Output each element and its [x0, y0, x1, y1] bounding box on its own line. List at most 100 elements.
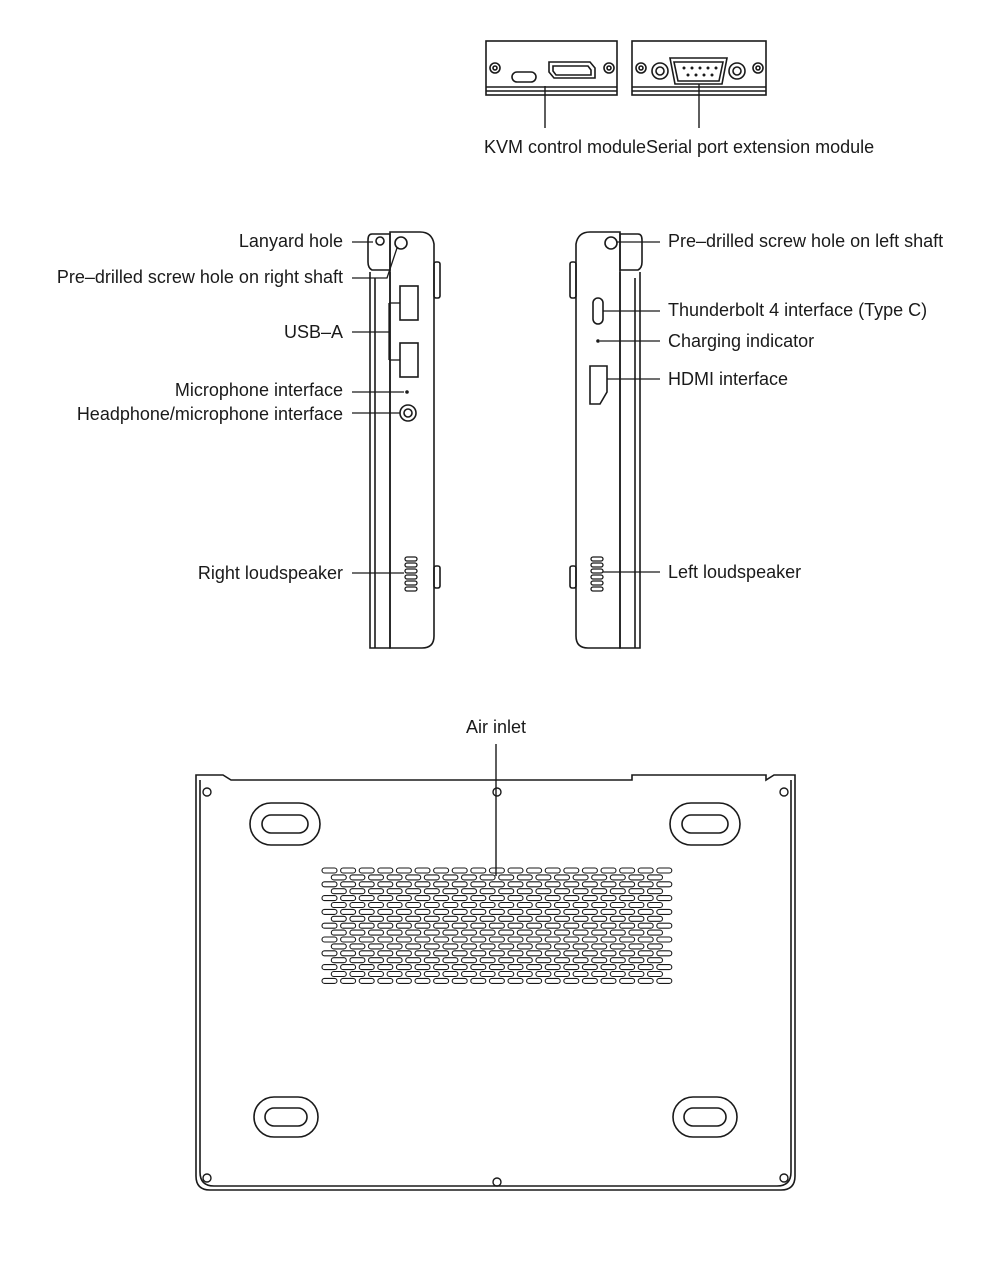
vent-slot [646, 888, 664, 895]
left-loudspeaker-label: Left loudspeaker [668, 562, 801, 582]
vent-slot [507, 977, 524, 984]
vent-slot [433, 922, 450, 929]
vent-slot [386, 957, 403, 964]
vent-slot [591, 888, 608, 895]
lanyard-hole-label: Lanyard hole [239, 231, 343, 251]
vent-slot [600, 867, 617, 874]
vent-slot [553, 888, 571, 895]
vent-slot [563, 895, 580, 902]
vent-slot [321, 977, 338, 984]
vent-slot [414, 964, 431, 971]
vent-slot [609, 888, 626, 895]
vent-slot [498, 915, 515, 922]
vent-slot [553, 929, 571, 936]
vent-slot [460, 888, 478, 895]
vent-slot [433, 964, 450, 971]
vent-slot [591, 970, 608, 978]
vent-slot [349, 901, 366, 909]
left-side-leaders [600, 241, 660, 573]
vent-slot [442, 901, 459, 909]
vent-slot [395, 950, 412, 957]
vent-slot [395, 881, 412, 888]
vent-slot [572, 901, 589, 909]
vent-slot [470, 881, 487, 888]
vent-slot [619, 908, 636, 915]
vent-slot [451, 895, 468, 902]
vent-slot [600, 881, 617, 888]
vent-slot [535, 943, 552, 950]
vent-slot [321, 936, 338, 943]
vent-slot [516, 901, 533, 909]
vent-slot [498, 943, 515, 950]
vent-slot [628, 888, 645, 895]
vent-slot [488, 867, 505, 874]
vent-slot [451, 964, 468, 971]
vent-slot [349, 970, 366, 978]
vent-slot [516, 929, 533, 936]
vent-slot [479, 943, 496, 950]
vent-slot [637, 964, 654, 971]
vent-slot [414, 936, 431, 943]
serial-port-pins [682, 66, 718, 77]
vent-slot [507, 964, 524, 971]
vent-slot [600, 936, 617, 943]
vent-slot [423, 901, 440, 909]
vent-slot [544, 895, 561, 902]
vent-slot [358, 867, 375, 874]
vent-slot [544, 867, 561, 874]
vent-slot [330, 929, 347, 936]
vent-slot [535, 901, 552, 909]
vent-slot [367, 929, 385, 936]
vent-slot [423, 943, 440, 950]
vent-slot [349, 929, 366, 936]
vent-slot [544, 977, 561, 984]
vent-slot [572, 888, 589, 895]
vent-slot [646, 874, 664, 881]
vent-slot [414, 950, 431, 957]
vent-slot [507, 867, 524, 874]
vent-slot [526, 950, 543, 957]
vent-slot [358, 936, 375, 943]
vent-slot [470, 922, 487, 929]
vent-slot [544, 881, 561, 888]
vent-slot [377, 922, 394, 929]
vent-slot [535, 957, 552, 964]
charging-indicator-icon [596, 339, 600, 343]
hdmi-label: HDMI interface [668, 369, 788, 389]
vent-slot [507, 922, 524, 929]
vent-slot [581, 895, 598, 902]
vent-slot [321, 881, 338, 888]
vent-slot [340, 977, 357, 984]
vent-slot [395, 895, 412, 902]
vent-slot [572, 970, 589, 978]
vent-slot [600, 977, 617, 984]
vent-slot [358, 964, 375, 971]
vent-slot [451, 936, 468, 943]
serial-label: Serial port extension module [646, 137, 874, 157]
right-speaker-grille-icon [404, 556, 418, 592]
vent-slot [526, 908, 543, 915]
headphone-jack-icon [399, 404, 417, 422]
vent-slot [433, 977, 450, 984]
kvm-label: KVM control module [484, 137, 646, 157]
vent-slot [349, 888, 366, 895]
vent-slot [405, 888, 422, 895]
vent-slot [321, 895, 338, 902]
vent-slot [609, 901, 626, 909]
vent-slot [451, 908, 468, 915]
vent-slot [488, 895, 505, 902]
right-loudspeaker-label: Right loudspeaker [198, 563, 343, 583]
vent-slot [488, 908, 505, 915]
vent-slot [656, 922, 673, 929]
vent-slot [553, 957, 571, 964]
vent-slot [498, 888, 515, 895]
vent-slot [619, 977, 636, 984]
vent-slot [563, 936, 580, 943]
screw-hole-right-label: Pre–drilled screw hole on right shaft [57, 267, 343, 287]
vent-slot [386, 874, 403, 881]
vent-slot [656, 881, 673, 888]
vent-slot [526, 977, 543, 984]
vent-slot [609, 970, 626, 978]
vent-slot [581, 867, 598, 874]
vent-slot [414, 867, 431, 874]
